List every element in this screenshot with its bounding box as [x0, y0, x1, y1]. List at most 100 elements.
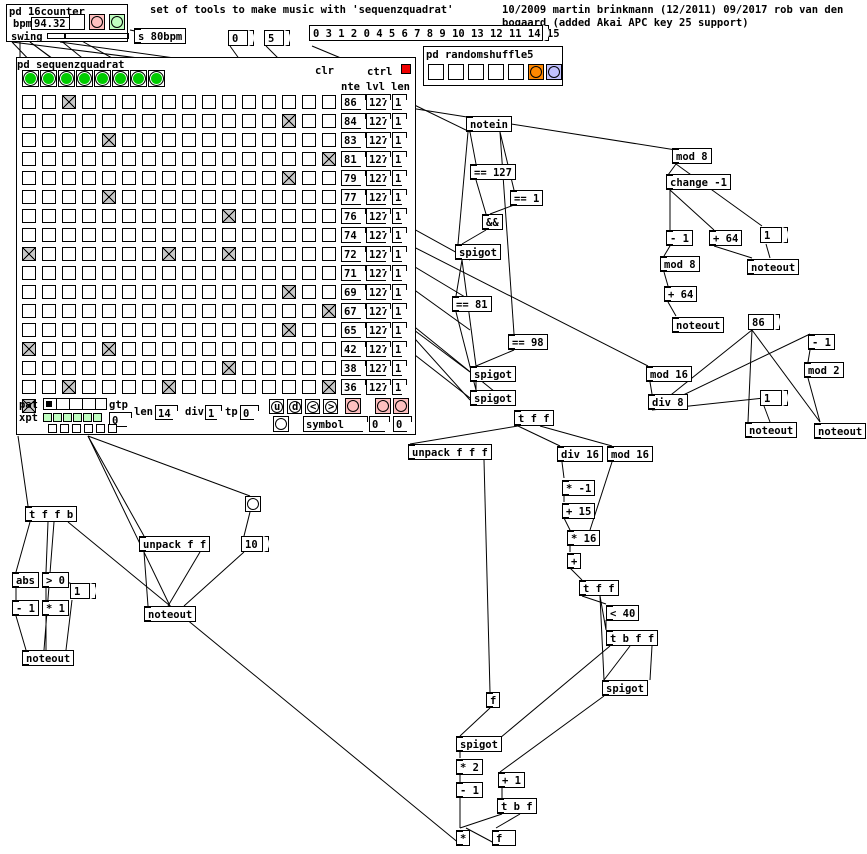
length-number-box[interactable]: 1 [392, 208, 402, 224]
step-cell[interactable] [202, 304, 216, 318]
step-cell[interactable] [122, 171, 136, 185]
multiply-1-object[interactable]: * 1 [42, 600, 69, 616]
multiply-16-object[interactable]: * 16 [567, 530, 601, 546]
step-cell[interactable] [222, 152, 236, 166]
step-cell[interactable] [142, 323, 156, 337]
step-cell[interactable] [162, 228, 176, 242]
step-cell[interactable] [22, 399, 36, 413]
trigger-ffb-object[interactable]: t f f b [25, 506, 78, 522]
message-1-c[interactable]: 1 [70, 583, 96, 599]
step-cell[interactable] [162, 114, 176, 128]
step-cell[interactable] [122, 266, 136, 280]
step-cell[interactable] [302, 228, 316, 242]
len-bang-2[interactable] [393, 398, 409, 414]
trigger-bff-object[interactable]: t b f f [606, 630, 659, 646]
seq-bottom-switch[interactable] [72, 424, 81, 433]
step-cell[interactable] [82, 285, 96, 299]
message-10[interactable]: 10 [241, 536, 269, 552]
level-number-box[interactable]: 127 [366, 379, 388, 395]
step-cell[interactable] [222, 95, 236, 109]
step-cell[interactable] [42, 152, 56, 166]
track-select-1[interactable] [22, 70, 39, 87]
step-cell[interactable] [282, 152, 296, 166]
step-cell[interactable] [62, 342, 76, 356]
level-number-box[interactable]: 127 [366, 113, 388, 129]
output-number-b[interactable]: 0 [393, 416, 407, 432]
step-cell[interactable] [262, 266, 276, 280]
step-cell[interactable] [222, 285, 236, 299]
trigger-ff-object-b[interactable]: t f f [579, 580, 619, 596]
note-number-box[interactable]: 65 [341, 322, 361, 338]
length-number-box[interactable]: 1 [392, 379, 402, 395]
step-cell[interactable] [162, 361, 176, 375]
step-cell[interactable] [22, 304, 36, 318]
plus-1-object[interactable]: + 1 [498, 772, 525, 788]
step-cell[interactable] [302, 266, 316, 280]
step-cell[interactable] [162, 285, 176, 299]
noteout-object-f[interactable]: noteout [144, 606, 197, 622]
step-cell[interactable] [322, 247, 336, 261]
shift-up-button[interactable]: u [269, 399, 284, 414]
xpt-switch[interactable] [83, 413, 92, 422]
xpt-switch[interactable] [93, 413, 102, 422]
step-cell[interactable] [222, 133, 236, 147]
step-cell[interactable] [322, 209, 336, 223]
step-cell[interactable] [282, 95, 296, 109]
less-than-40-object[interactable]: < 40 [606, 605, 640, 621]
length-number-box[interactable]: 1 [392, 189, 402, 205]
step-cell[interactable] [22, 190, 36, 204]
step-cell[interactable] [122, 190, 136, 204]
step-cell[interactable] [242, 361, 256, 375]
track-select-3[interactable] [58, 70, 75, 87]
xpt-switch[interactable] [73, 413, 82, 422]
step-cell[interactable] [142, 171, 156, 185]
counter-toggle[interactable] [69, 14, 85, 30]
step-cell[interactable] [282, 171, 296, 185]
step-cell[interactable] [102, 152, 116, 166]
step-cell[interactable] [262, 361, 276, 375]
note-number-box[interactable]: 71 [341, 265, 361, 281]
level-number-box[interactable]: 127 [366, 246, 388, 262]
step-cell[interactable] [322, 361, 336, 375]
step-cell[interactable] [182, 209, 196, 223]
step-cell[interactable] [262, 95, 276, 109]
step-cell[interactable] [22, 323, 36, 337]
sequence-order-message[interactable]: 0 3 1 2 0 4 5 6 7 8 9 10 13 12 11 14 15 [309, 25, 560, 41]
step-cell[interactable] [122, 342, 136, 356]
step-cell[interactable] [262, 133, 276, 147]
ctrl-indicator[interactable] [401, 64, 411, 74]
shuffle-bang-orange[interactable] [528, 64, 544, 80]
xpt-switch[interactable] [63, 413, 72, 422]
note-number-box[interactable]: 42 [341, 341, 361, 357]
step-cell[interactable] [242, 342, 256, 356]
trigger-bf-object[interactable]: t b f [497, 798, 537, 814]
note-number-box[interactable]: 76 [341, 208, 361, 224]
step-cell[interactable] [102, 247, 116, 261]
step-cell[interactable] [42, 133, 56, 147]
step-cell[interactable] [282, 304, 296, 318]
level-number-box[interactable]: 127 [366, 132, 388, 148]
equals-81-object[interactable]: == 81 [452, 296, 492, 312]
length-number-box[interactable]: 1 [392, 303, 402, 319]
step-cell[interactable] [162, 152, 176, 166]
xpt-switch[interactable] [43, 413, 52, 422]
step-cell[interactable] [302, 209, 316, 223]
minus-1-object-a[interactable]: - 1 [666, 230, 693, 246]
step-cell[interactable] [202, 361, 216, 375]
mod-16-object-a[interactable]: mod 16 [646, 366, 692, 382]
step-cell[interactable] [102, 95, 116, 109]
step-cell[interactable] [222, 342, 236, 356]
step-cell[interactable] [162, 304, 176, 318]
step-cell[interactable] [182, 133, 196, 147]
step-cell[interactable] [22, 228, 36, 242]
step-cell[interactable] [182, 266, 196, 280]
step-cell[interactable] [242, 133, 256, 147]
step-cell[interactable] [22, 133, 36, 147]
step-cell[interactable] [302, 133, 316, 147]
noteout-object-a[interactable]: noteout [747, 259, 800, 275]
step-cell[interactable] [202, 171, 216, 185]
symbol-box[interactable]: symbol [303, 416, 363, 432]
step-cell[interactable] [282, 285, 296, 299]
mod-8-object-a[interactable]: mod 8 [672, 148, 712, 164]
step-cell[interactable] [322, 95, 336, 109]
